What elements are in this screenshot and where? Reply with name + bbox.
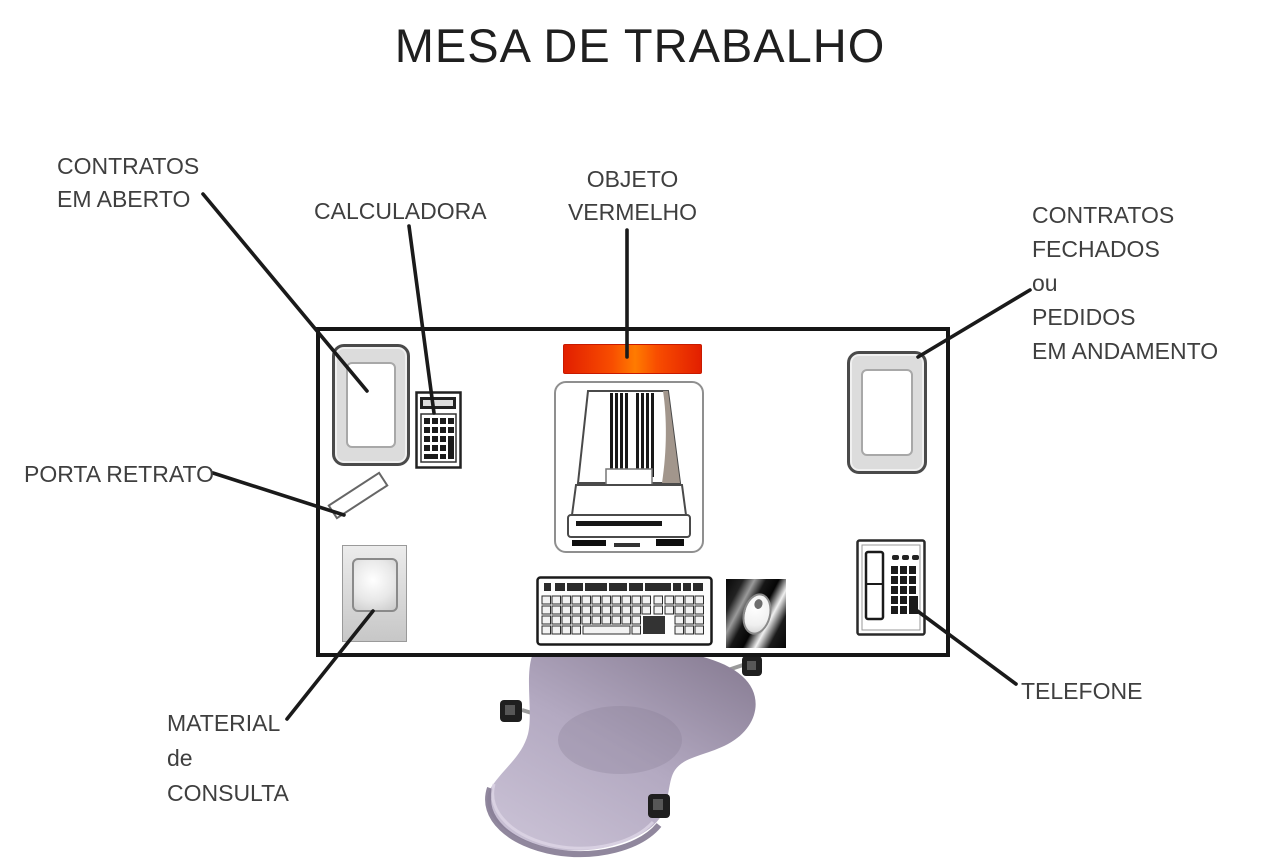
phone-handset [864, 550, 885, 621]
keyboard-function-row [544, 583, 703, 591]
label-material-consulta: MATERIAL de CONSULTA [167, 710, 289, 806]
label-contratos-em-aberto: CONTRATOS EM ABERTO [57, 153, 200, 212]
label-contratos-fechados: CONTRATOS FECHADOS ou PEDIDOS EM ANDAMEN… [1032, 202, 1219, 364]
chair-shading [558, 706, 682, 774]
phone-keypad [891, 566, 918, 614]
keyboard [536, 576, 713, 646]
tray-paper-area [861, 369, 913, 456]
closed-contracts-tray [847, 351, 927, 474]
open-contracts-tray [332, 344, 410, 466]
book-cover-panel [352, 558, 398, 612]
mouse [738, 590, 776, 638]
keyboard-arrow-cluster [643, 616, 665, 634]
telephone [856, 539, 926, 636]
label-porta-retrato: PORTA RETRATO [24, 461, 214, 487]
keyboard-keys [541, 595, 704, 635]
caster-wheel-hub [747, 661, 756, 670]
reference-material-book [342, 545, 407, 642]
label-calculadora: CALCULADORA [314, 198, 487, 224]
monitor-drawing [567, 390, 691, 547]
tray-paper-area [346, 362, 396, 448]
chair-seat-and-back [487, 648, 756, 851]
red-object-bar [563, 344, 702, 374]
calculator [415, 391, 462, 469]
mouse-ball [753, 598, 764, 610]
label-objeto-vermelho: OBJETO VERMELHO [567, 166, 698, 225]
chair-seat-rim-highlight [491, 783, 655, 850]
calculator-keys [424, 418, 454, 459]
mousepad [726, 579, 786, 648]
caster-wheel-hub [653, 799, 663, 810]
chair-seat-rim [485, 787, 662, 858]
page-title: MESA DE TRABALHO [394, 19, 886, 72]
office-chair [485, 648, 762, 858]
monitor-vents [610, 393, 654, 477]
label-telefone: TELEFONE [1021, 678, 1143, 704]
phone-memory-keys [892, 555, 919, 560]
caster-wheel-hub [505, 705, 515, 715]
computer-monitor-back [554, 381, 704, 553]
keyboard-spacebar [582, 625, 631, 635]
